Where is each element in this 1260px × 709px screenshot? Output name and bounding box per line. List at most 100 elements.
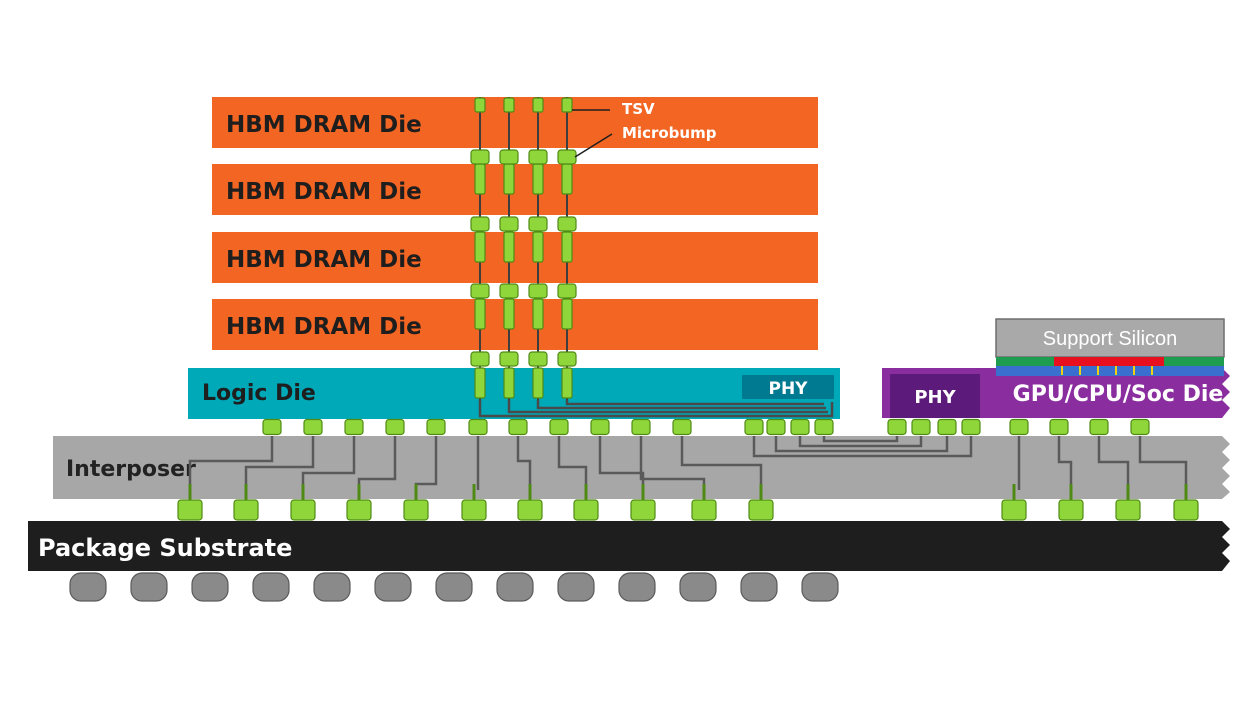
gpu-die-label: GPU/CPU/Soc Die — [1013, 382, 1224, 407]
die-bump-18 — [937, 418, 957, 436]
microbump-2-1 — [499, 149, 519, 165]
interposer-trace-15 — [822, 436, 899, 443]
die-bump-16 — [887, 418, 907, 436]
bga-ball-4 — [252, 572, 290, 602]
logic-die-phy-label: PHY — [769, 379, 809, 399]
bga-ball-8 — [496, 572, 534, 602]
bga-ball-10 — [618, 572, 656, 602]
dram-die-4-label: HBM DRAM Die — [226, 314, 422, 340]
bga-ball-13 — [801, 572, 839, 602]
tsv-1-5 — [474, 367, 486, 399]
bga-ball-5 — [313, 572, 351, 602]
die-microbumps — [262, 418, 1150, 436]
die-bump-13 — [766, 418, 786, 436]
dram-die-2-label: HBM DRAM Die — [226, 179, 422, 205]
tsv-label: TSV — [622, 100, 655, 118]
die-bump-20 — [1009, 418, 1029, 436]
interposer-trace-14 — [798, 436, 923, 448]
die-bump-3 — [344, 418, 364, 436]
microbump-label: Microbump — [622, 124, 717, 142]
interposer-microbumps — [177, 484, 1199, 521]
interposer-bump-11 — [748, 499, 774, 521]
bga-ball-11 — [679, 572, 717, 602]
microbump-3-3 — [528, 283, 548, 299]
microbump-1-1 — [470, 149, 490, 165]
interposer-bump-7 — [517, 499, 543, 521]
tsv-4-1 — [561, 97, 573, 113]
die-bump-6 — [468, 418, 488, 436]
callouts: TSV Microbump — [572, 100, 717, 158]
die-bump-8 — [549, 418, 569, 436]
dram-die-4 — [212, 299, 818, 350]
tsv-3-1 — [532, 97, 544, 113]
interposer-bump-5 — [403, 499, 429, 521]
tsv-4-3 — [561, 231, 573, 263]
microbump-2-2 — [499, 216, 519, 232]
die-bump-17 — [911, 418, 931, 436]
interposer-bump-8 — [573, 499, 599, 521]
die-bump-4 — [385, 418, 405, 436]
interposer-bump-14 — [1115, 499, 1141, 521]
interposer-bump-2 — [233, 499, 259, 521]
bga-ball-12 — [740, 572, 778, 602]
dram-die-3 — [212, 232, 818, 283]
interposer-trace-17 — [1057, 436, 1073, 490]
microbump-3-1 — [528, 149, 548, 165]
bga-ball-2 — [130, 572, 168, 602]
tsv-4-2 — [561, 163, 573, 195]
microbump-1-2 — [470, 216, 490, 232]
microbump-3-4 — [528, 351, 548, 367]
tsv-3-5 — [532, 367, 544, 399]
gpu-phy — [890, 374, 980, 418]
die-bump-2 — [303, 418, 323, 436]
interposer-trace-2 — [244, 436, 315, 490]
microbump-4-1 — [557, 149, 577, 165]
bga-ball-7 — [435, 572, 473, 602]
tsv-3-4 — [532, 298, 544, 330]
dram-die-3-label: HBM DRAM Die — [226, 247, 422, 273]
tsv-4-5 — [561, 367, 573, 399]
tsv-1-3 — [474, 231, 486, 263]
logic-die-phy — [742, 375, 834, 399]
tsv-3-3 — [532, 231, 544, 263]
die-bump-11 — [672, 418, 692, 436]
support-links — [1061, 366, 1153, 375]
bga-ball-1 — [69, 572, 107, 602]
tsv-2-5 — [503, 367, 515, 399]
interposer-bump-3 — [290, 499, 316, 521]
die-bump-12 — [744, 418, 764, 436]
microbump-4-2 — [557, 216, 577, 232]
die-bump-7 — [508, 418, 528, 436]
die-bump-14 — [790, 418, 810, 436]
interposer-wiring — [188, 436, 1188, 490]
tsv-4-4 — [561, 298, 573, 330]
interposer-bump-4 — [346, 499, 372, 521]
support-silicon-label: Support Silicon — [1043, 328, 1178, 350]
interposer-bump-9 — [630, 499, 656, 521]
die-bump-23 — [1130, 418, 1150, 436]
interposer-trace-19 — [1138, 436, 1188, 490]
die-bump-10 — [631, 418, 651, 436]
dram-die-2 — [212, 164, 818, 215]
interposer-trace-18 — [1097, 436, 1130, 490]
support-silicon — [995, 318, 1225, 358]
interposer-trace-11 — [680, 436, 763, 490]
gpu-phy-label: PHY — [914, 387, 956, 408]
die-bump-21 — [1049, 418, 1069, 436]
tsv-2-2 — [503, 163, 515, 195]
microbump-4-4 — [557, 351, 577, 367]
interposer-bump-13 — [1058, 499, 1084, 521]
interposer-trace-1 — [188, 436, 274, 490]
microbump-1-4 — [470, 351, 490, 367]
tsv-2-1 — [503, 97, 515, 113]
bga-ball-6 — [374, 572, 412, 602]
logic-die-wiring — [478, 400, 834, 418]
support-silicon-assembly: Support Silicon — [995, 318, 1225, 376]
tsv-columns — [470, 97, 577, 400]
die-bump-5 — [426, 418, 446, 436]
interposer-trace-12 — [752, 436, 973, 458]
interposer-trace-9 — [598, 436, 645, 490]
dram-stack: HBM DRAM Die HBM DRAM Die HBM DRAM Die H… — [212, 97, 818, 350]
interposer-bump-10 — [691, 499, 717, 521]
die-bump-9 — [590, 418, 610, 436]
